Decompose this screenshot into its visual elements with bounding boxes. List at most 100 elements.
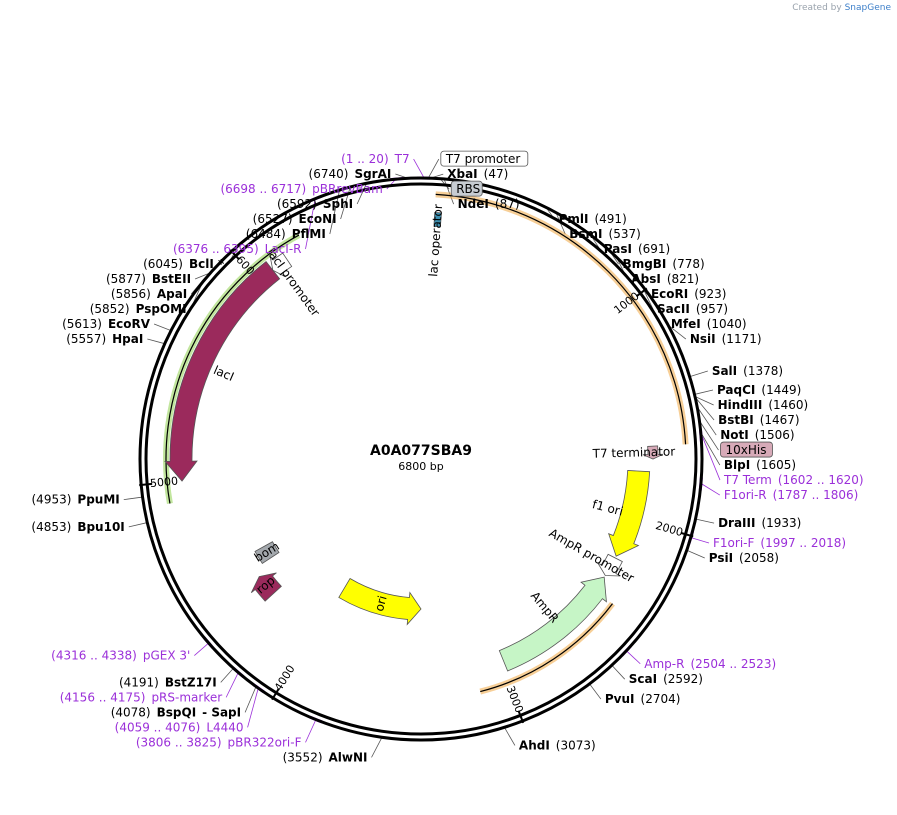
site-sali[interactable]: SalI(1378) [712,364,783,378]
site-scai[interactable]: ScaI(2592) [629,672,703,686]
site-pvui[interactable]: PvuI(2704) [605,692,681,706]
site-pmli[interactable]: PmlI(491) [559,212,627,226]
feature-label-ori: ori [372,594,390,613]
site-bpu10i[interactable]: (4853) Bpu10I [31,520,124,534]
site-pos: (87) [495,197,520,211]
primer-prs-marker[interactable]: (4156 .. 4175)pRS-marker [60,690,222,704]
site-hindiii[interactable]: HindIII(1460) [718,398,809,412]
site-pasi[interactable]: PasI(691) [604,242,670,256]
orf-main-line [435,193,687,445]
site-name: XbaI [447,167,477,181]
site-bmgbi[interactable]: BmgBI(778) [623,257,705,271]
site-name: PpuMI [77,493,119,507]
feature-ampr[interactable] [498,576,607,672]
site-bsteii[interactable]: (5877)BstEII [106,272,191,286]
feature-ori[interactable] [338,577,422,626]
site-pos: (4853) [31,520,71,534]
primer-pgex-3[interactable]: (4316 .. 4338)pGEX 3' [51,649,190,663]
leader-pvui [589,684,602,700]
primer-range: (4316 .. 4338) [51,649,137,663]
site-bcli[interactable]: (6045)BclI * [143,257,225,271]
site-psii[interactable]: PsiI(2058) [709,551,779,565]
site-paqci[interactable]: PaqCI(1449) [717,383,801,397]
primer-name: pBRrevBam [312,182,383,196]
leader-draiii [696,518,715,524]
site-sgrai[interactable]: (6740)SgrAI [309,167,392,181]
site-sacii[interactable]: SacII(957) [657,302,728,316]
site-econi[interactable]: (6527)EcoNI [253,212,337,226]
feature-t7-terminator[interactable] [642,445,664,460]
primer-l4440[interactable]: (4059 .. 4076)L4440 [115,720,244,734]
site-sphi[interactable]: (6592)SphI [277,197,353,211]
feature-laci-promoter[interactable] [269,252,293,278]
site-bstz17i[interactable]: (4191)BstZ17I [119,675,217,689]
site-name: PmlI [559,212,589,226]
site-name: Bpu10I [77,520,124,534]
site-draiii[interactable]: DraIII(1933) [718,516,801,530]
primer-pbr322ori-f[interactable]: (3806 .. 3825)pBR322ori-F [136,735,302,749]
site-apai[interactable]: (5856)ApaI [111,287,187,301]
primer-name: F1ori-R [724,488,767,502]
primer-range: (4156 .. 4175) [60,690,146,704]
feature-label-t7-terminator: T7 terminator [591,444,675,460]
site-name: ApaI [157,287,187,301]
primer-range: (1997 .. 2018) [760,536,846,550]
site-pos: (1040) [707,317,747,331]
site-hpai[interactable]: (5557)HpaI [66,332,143,346]
feature-box-bg [440,150,529,167]
site-ndei[interactable]: NdeI(87) [458,197,520,211]
primer-amp-r[interactable]: Amp-R(2504 .. 2523) [644,657,776,671]
credit-prefix: Created by [792,3,842,13]
site-name: NotI [720,428,749,442]
site-pos: (1605) [756,458,796,472]
site-pflmi[interactable]: (6484)PflMI [246,227,326,241]
site-bsmi[interactable]: BsmI(537) [569,227,641,241]
site-bstbi[interactable]: BstBI(1467) [718,413,800,427]
site-pos: (1378) [743,364,783,378]
site-xbai[interactable]: XbaI(47) [447,167,508,181]
primer-range: (1 .. 20) [341,152,389,166]
leader-t7-promoter [428,158,440,178]
site-nsii[interactable]: NsiI(1171) [690,332,762,346]
feature-ampr-promoter[interactable] [597,553,623,577]
leader-t7-term [701,435,721,481]
plasmid-name: A0A077SBA9 [370,443,472,459]
primer-t7[interactable]: (1 .. 20) T7 [341,152,410,166]
site-ppumi[interactable]: (4953)PpuMI [32,493,120,507]
feature-lac-operator[interactable] [433,211,442,228]
orf-main-halo [435,191,689,445]
site-blpi[interactable]: BlpI(1605) [724,458,796,472]
site-pos: (6484) [246,227,286,241]
site-bspqi[interactable]: (4078)BspQI- SapI [111,705,241,719]
leader-bstbi [696,398,715,421]
site-ecorv[interactable]: (5613)EcoRV [62,317,151,331]
feature-bom[interactable] [254,541,280,565]
leader-nsii [669,326,687,340]
primer-name: T7 Term [723,473,772,487]
site-pos: (1933) [761,516,801,530]
plasmid-size: 6800 bp [398,460,443,473]
site-mfei[interactable]: MfeI(1040) [671,317,747,331]
site-ecori[interactable]: EcoRI(923) [651,287,727,301]
leader-xbai [433,173,444,178]
feature-laci[interactable] [164,260,281,482]
feature-rop[interactable] [250,572,282,602]
site-alwni[interactable]: (3552)AlwNI [283,750,368,764]
site-pspomi[interactable]: (5852)PspOMI [90,302,187,316]
leader-l4440 [247,689,259,728]
site-absi[interactable]: AbsI(821) [631,272,699,286]
feature-f1-ori[interactable] [608,470,651,557]
primer-name: T7 [394,152,410,166]
leader-t7 [413,158,424,178]
site-pos: (778) [672,257,704,271]
feature-box-label: T7 promoter [445,152,521,166]
primer-f1ori-f[interactable]: F1ori-F(1997 .. 2018) [713,536,846,550]
site-noti[interactable]: NotI(1506) [720,428,794,442]
primer-laci-r[interactable]: (6376 .. 6395)LacI-R [173,242,302,256]
site-ahdi[interactable]: AhdI(3073) [519,738,596,752]
primer-t7-term[interactable]: T7 Term(1602 .. 1620) [723,473,864,487]
primer-pbrrevbam[interactable]: (6698 .. 6717)pBRrevBam [220,182,382,196]
primer-f1ori-r[interactable]: F1ori-R(1787 .. 1806) [724,488,859,502]
site-pos: (5852) [90,302,130,316]
